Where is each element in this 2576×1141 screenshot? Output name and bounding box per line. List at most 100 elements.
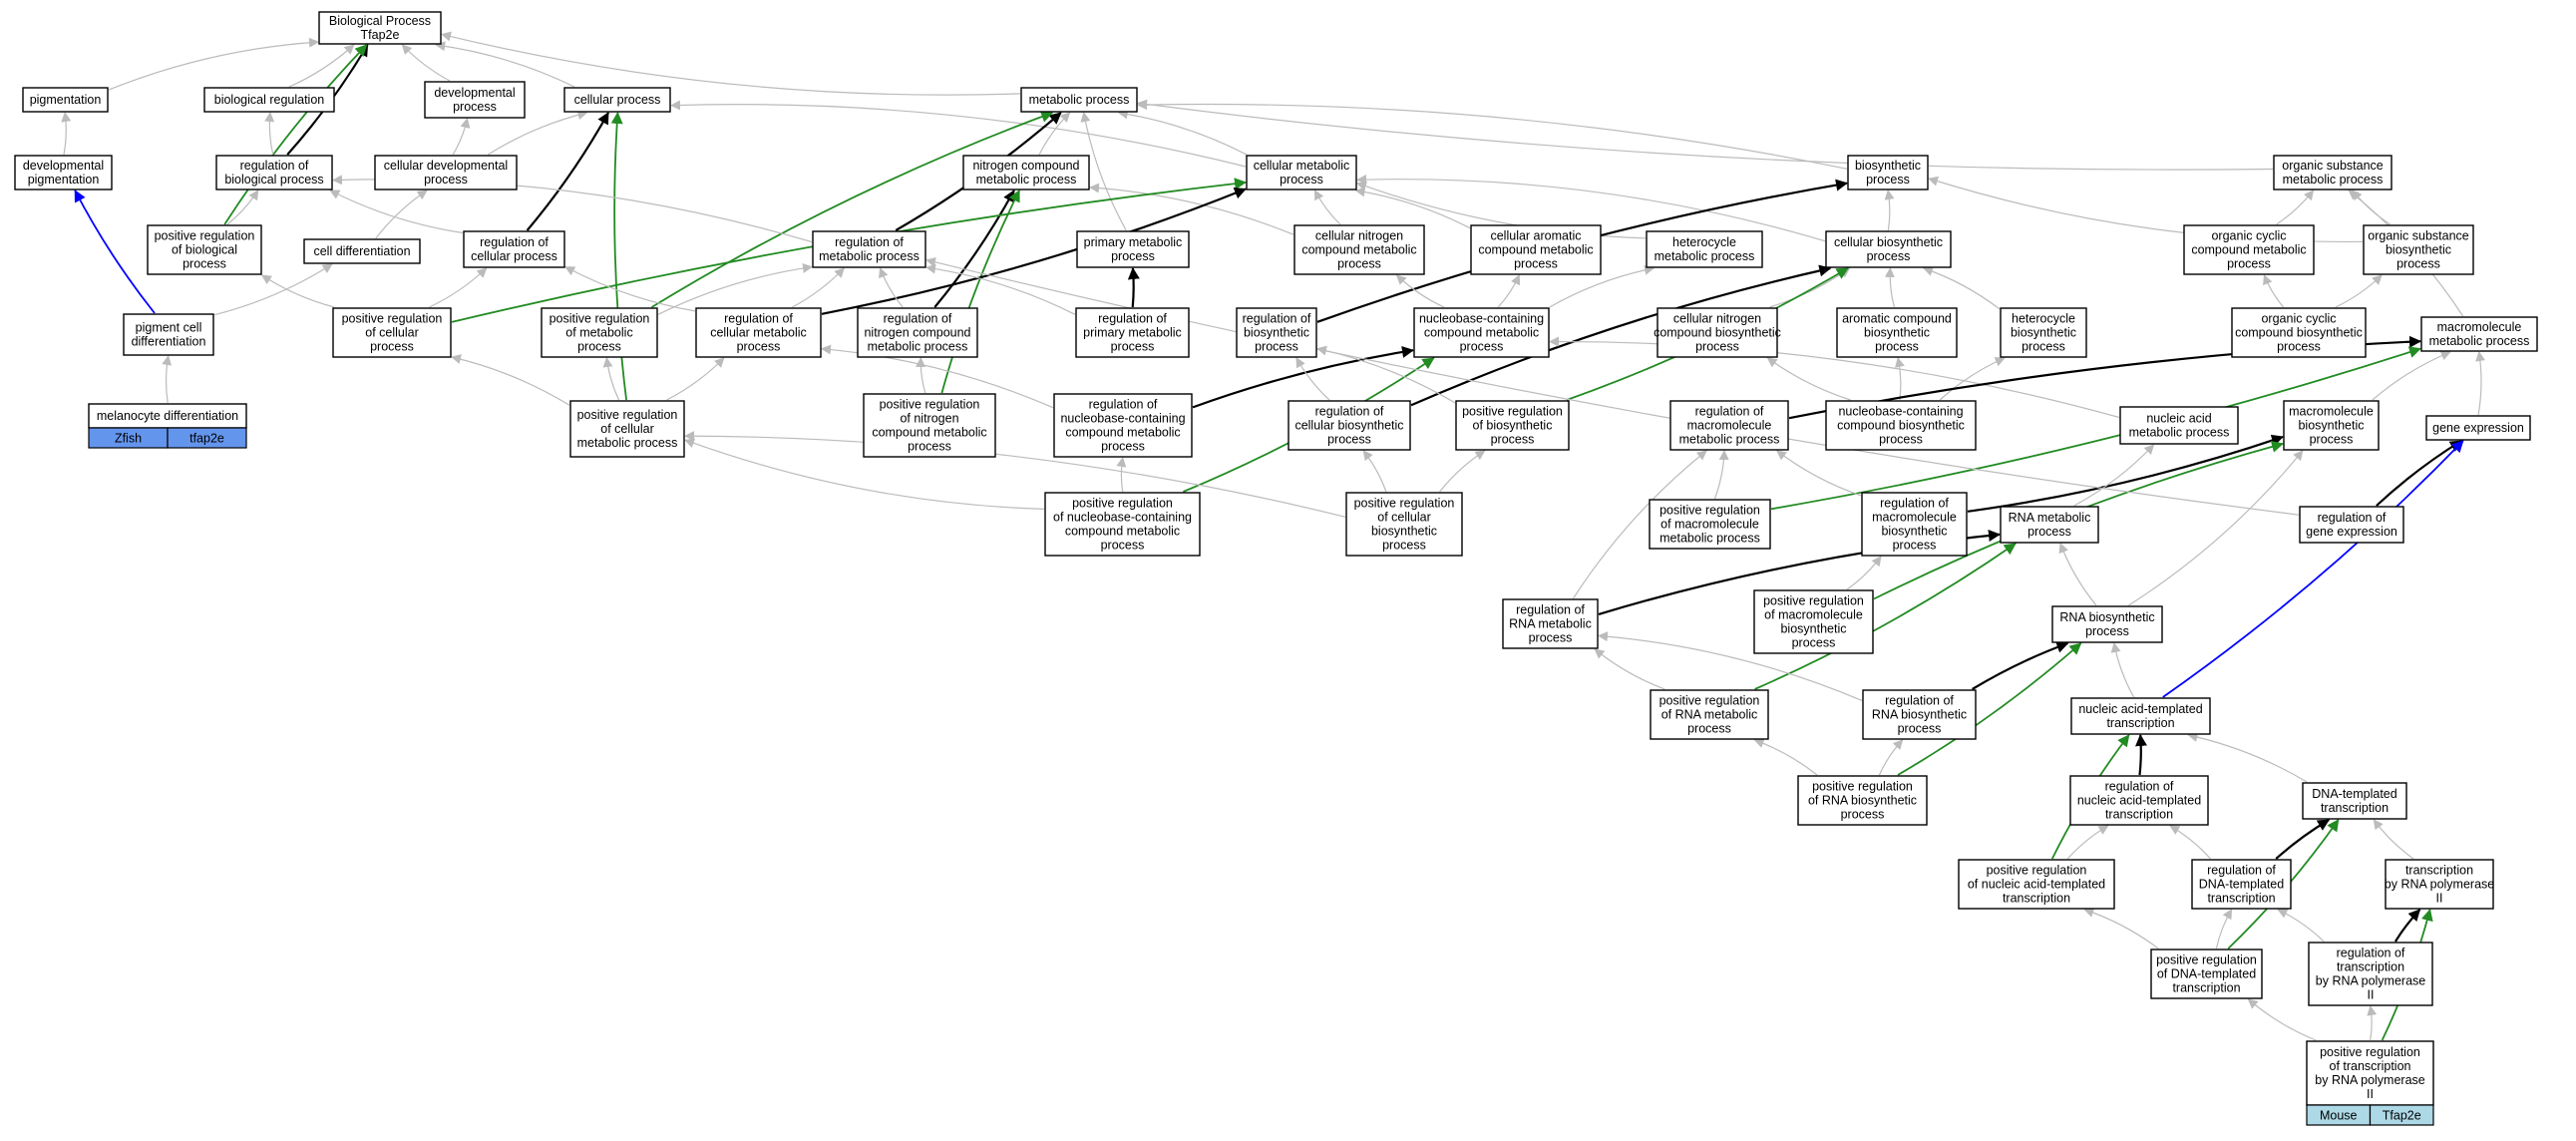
node-label-line: biosynthetic [2011, 326, 2076, 340]
node-breg[interactable]: biological regulation [203, 87, 335, 113]
node-regmbp[interactable]: regulation ofmacromoleculebiosyntheticpr… [1861, 492, 1968, 557]
node-label-line: nucleobase-containing [1838, 405, 1963, 419]
node-label-line: positive regulation [2156, 953, 2257, 967]
edge-prncmp-to-regncmp [916, 357, 926, 394]
node-metp[interactable]: metabolic process [1020, 87, 1138, 113]
node-box [2051, 605, 2163, 643]
node-label-line: biological process [224, 173, 323, 187]
node-label-line: process [1382, 539, 1426, 553]
node-label-line: regulation of [480, 235, 549, 249]
edge-prcbp-to-prcmp [684, 431, 1346, 518]
edge-regge-to-ge [2376, 440, 2462, 507]
edge-regmbp-to-mbp [1967, 434, 2284, 513]
node-regnbcmp[interactable]: regulation ofnucleobase-containingcompou… [1053, 393, 1193, 458]
node-label-line: regulation of [1098, 312, 1167, 326]
node-label-line: positive regulation [880, 398, 980, 412]
node-label-line: process [2277, 340, 2321, 354]
node-label-line: gene expression [2306, 525, 2397, 539]
edge-prnbcmp-to-regnbcmp [1116, 457, 1127, 493]
edge-dtt-to-natt [2187, 732, 2308, 783]
node-box [2308, 942, 2433, 1006]
node-label-line: metabolic process [1679, 433, 1780, 447]
edge-prdtt-to-regdtt [2215, 909, 2233, 950]
node-cellp[interactable]: cellular process [563, 87, 671, 113]
node-label-line: biosynthetic [1864, 326, 1930, 340]
node-celldiff[interactable]: cell differentiation [303, 238, 421, 264]
node-box [863, 393, 996, 458]
node-box [812, 230, 926, 268]
node-label-line: process [577, 340, 621, 354]
node-box [203, 87, 335, 113]
node-pig[interactable]: pigmentation [22, 87, 109, 113]
node-label-line: positive regulation [342, 312, 443, 326]
edge-regdtt-to-regnatt [2169, 825, 2211, 860]
node-label-line: process [1460, 340, 1504, 354]
node-label-line: biosynthetic [1244, 326, 1309, 340]
node-ge[interactable]: gene expression [2425, 415, 2531, 441]
node-box [2069, 775, 2209, 826]
